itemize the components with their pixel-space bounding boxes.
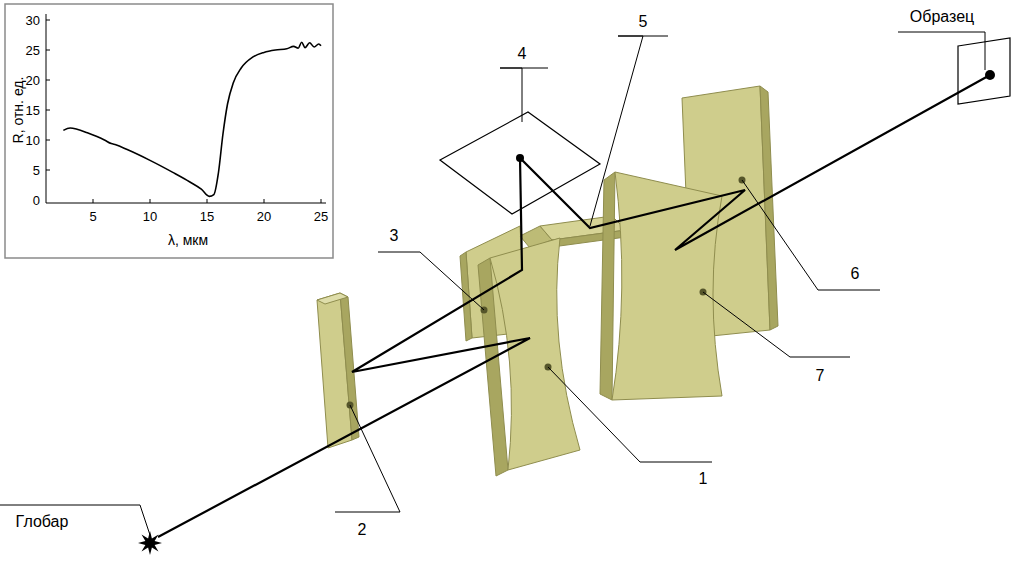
globar-source xyxy=(138,531,162,555)
mirror xyxy=(760,86,778,330)
tick-label: 20 xyxy=(257,210,271,223)
mirror xyxy=(600,172,615,400)
tick-label: 25 xyxy=(26,44,40,57)
part-dots xyxy=(347,177,746,409)
sample-plane xyxy=(958,38,1010,104)
axis-label: λ, мкм xyxy=(168,233,208,247)
callout-number: 5 xyxy=(639,14,648,30)
leader-lines xyxy=(0,32,985,535)
callout-number: 2 xyxy=(358,522,367,538)
mirror xyxy=(490,238,580,470)
reflectance-curve xyxy=(63,42,321,196)
callout-number: 6 xyxy=(851,266,860,282)
callout-number: 3 xyxy=(390,228,399,244)
tick-label: 30 xyxy=(26,14,40,27)
tick-label: 5 xyxy=(33,164,40,177)
tick-label: 10 xyxy=(143,210,157,223)
tick-label: 5 xyxy=(89,210,96,223)
mirror xyxy=(612,172,722,400)
inset-frame xyxy=(5,4,333,258)
tick-label: 0 xyxy=(33,194,40,207)
tick-label: 10 xyxy=(26,134,40,147)
tick-label: 15 xyxy=(200,210,214,223)
beam-path xyxy=(158,75,990,537)
tick-label: 25 xyxy=(314,210,328,223)
callout-number: 1 xyxy=(699,471,708,487)
axis-label: R, отн. ед. xyxy=(11,77,25,144)
mirror xyxy=(552,230,626,247)
part-label: Образец xyxy=(910,9,974,25)
part-label: Глобар xyxy=(16,514,69,530)
beam-point xyxy=(985,70,995,80)
mirror xyxy=(460,252,472,341)
tick-label: 20 xyxy=(26,74,40,87)
tick-label: 15 xyxy=(26,104,40,117)
inset-axes xyxy=(46,14,326,203)
beam-point xyxy=(516,154,524,162)
mirror xyxy=(317,293,348,304)
callout-number: 4 xyxy=(518,46,527,62)
callout-number: 7 xyxy=(816,368,825,384)
